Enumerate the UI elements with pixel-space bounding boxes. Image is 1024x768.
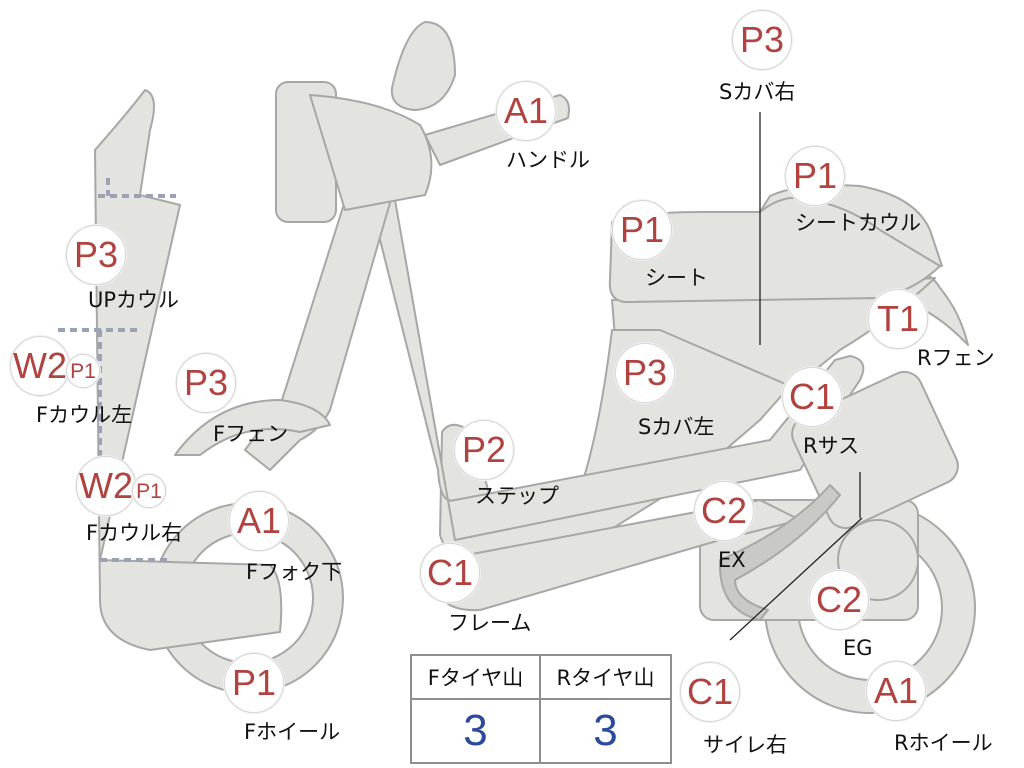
part-label-r-fender: Rフェン <box>917 346 995 370</box>
tire-tread-table: Fタイヤ山 Rタイヤ山 3 3 <box>410 654 672 764</box>
part-label-frame: フレーム <box>448 611 532 635</box>
f-tire-header: Fタイヤ山 <box>412 656 541 700</box>
front-cowl-shape <box>94 89 283 651</box>
grade-badge-f-cowl-right-secondary: P1 <box>132 474 166 508</box>
part-label-r-suspension: Rサス <box>803 434 860 458</box>
part-label-f-cowl-right: Fカウル右 <box>86 521 183 545</box>
grade-badge-r-wheel: A1 <box>866 661 926 721</box>
grade-badge-s-cover-left: P3 <box>615 343 675 403</box>
part-label-handle: ハンドル <box>506 148 590 172</box>
r-tire-value: 3 <box>593 706 618 755</box>
f-tire-value: 3 <box>412 700 541 762</box>
grade-badge-seat-cowl: P1 <box>785 146 845 206</box>
exhaust-shape <box>718 484 841 621</box>
part-label-engine: EG <box>843 636 873 660</box>
part-label-seat: シート <box>645 266 708 290</box>
part-label-step: ステップ <box>475 484 559 508</box>
part-label-exhaust: EX <box>718 548 746 572</box>
grade-badge-f-wheel: P1 <box>224 653 284 713</box>
grade-badge-f-cowl-right: W2 <box>76 456 136 516</box>
part-label-s-cover-left: Sカバ左 <box>638 415 715 439</box>
part-label-muffler-right: サイレ右 <box>703 733 787 757</box>
frame-shape <box>369 199 865 541</box>
grade-badge-up-cowl: P3 <box>66 225 126 285</box>
mirror-shape <box>390 21 456 111</box>
r-tire-header: Rタイヤ山 <box>541 656 670 700</box>
grade-badge-engine: C2 <box>809 570 869 630</box>
grade-badge-f-cowl-left: W2 <box>10 336 70 396</box>
part-label-s-cover-right: Sカバ右 <box>719 80 796 104</box>
front-fender-shape <box>174 399 331 456</box>
grade-badge-r-suspension: C1 <box>782 367 842 427</box>
grade-badge-f-fork-lower: A1 <box>229 491 289 551</box>
part-label-f-cowl-left: Fカウル左 <box>36 403 133 427</box>
grade-badge-seat: P1 <box>612 200 672 260</box>
grade-badge-s-cover-right: P3 <box>732 10 792 70</box>
grade-badge-step: P2 <box>454 420 514 480</box>
grade-badge-muffler-right: C1 <box>680 662 740 722</box>
grade-badge-r-fender: T1 <box>868 289 928 349</box>
part-label-up-cowl: UPカウル <box>88 288 180 312</box>
grade-badge-frame: C1 <box>420 543 480 603</box>
grade-badge-f-fender: P3 <box>176 353 236 413</box>
part-label-r-wheel: Rホイール <box>894 731 993 755</box>
grade-badge-handle: A1 <box>496 81 556 141</box>
part-label-f-fender: Fフェン <box>213 422 289 446</box>
part-label-f-fork-lower: Fフォク下 <box>246 560 343 584</box>
grade-badge-f-cowl-left-secondary: P1 <box>66 354 100 388</box>
grade-badge-exhaust: C2 <box>694 481 754 541</box>
part-label-seat-cowl: シートカウル <box>795 211 921 235</box>
part-label-f-wheel: Fホイール <box>244 720 341 744</box>
seat-shape <box>608 196 941 303</box>
fork-shape <box>244 184 393 471</box>
